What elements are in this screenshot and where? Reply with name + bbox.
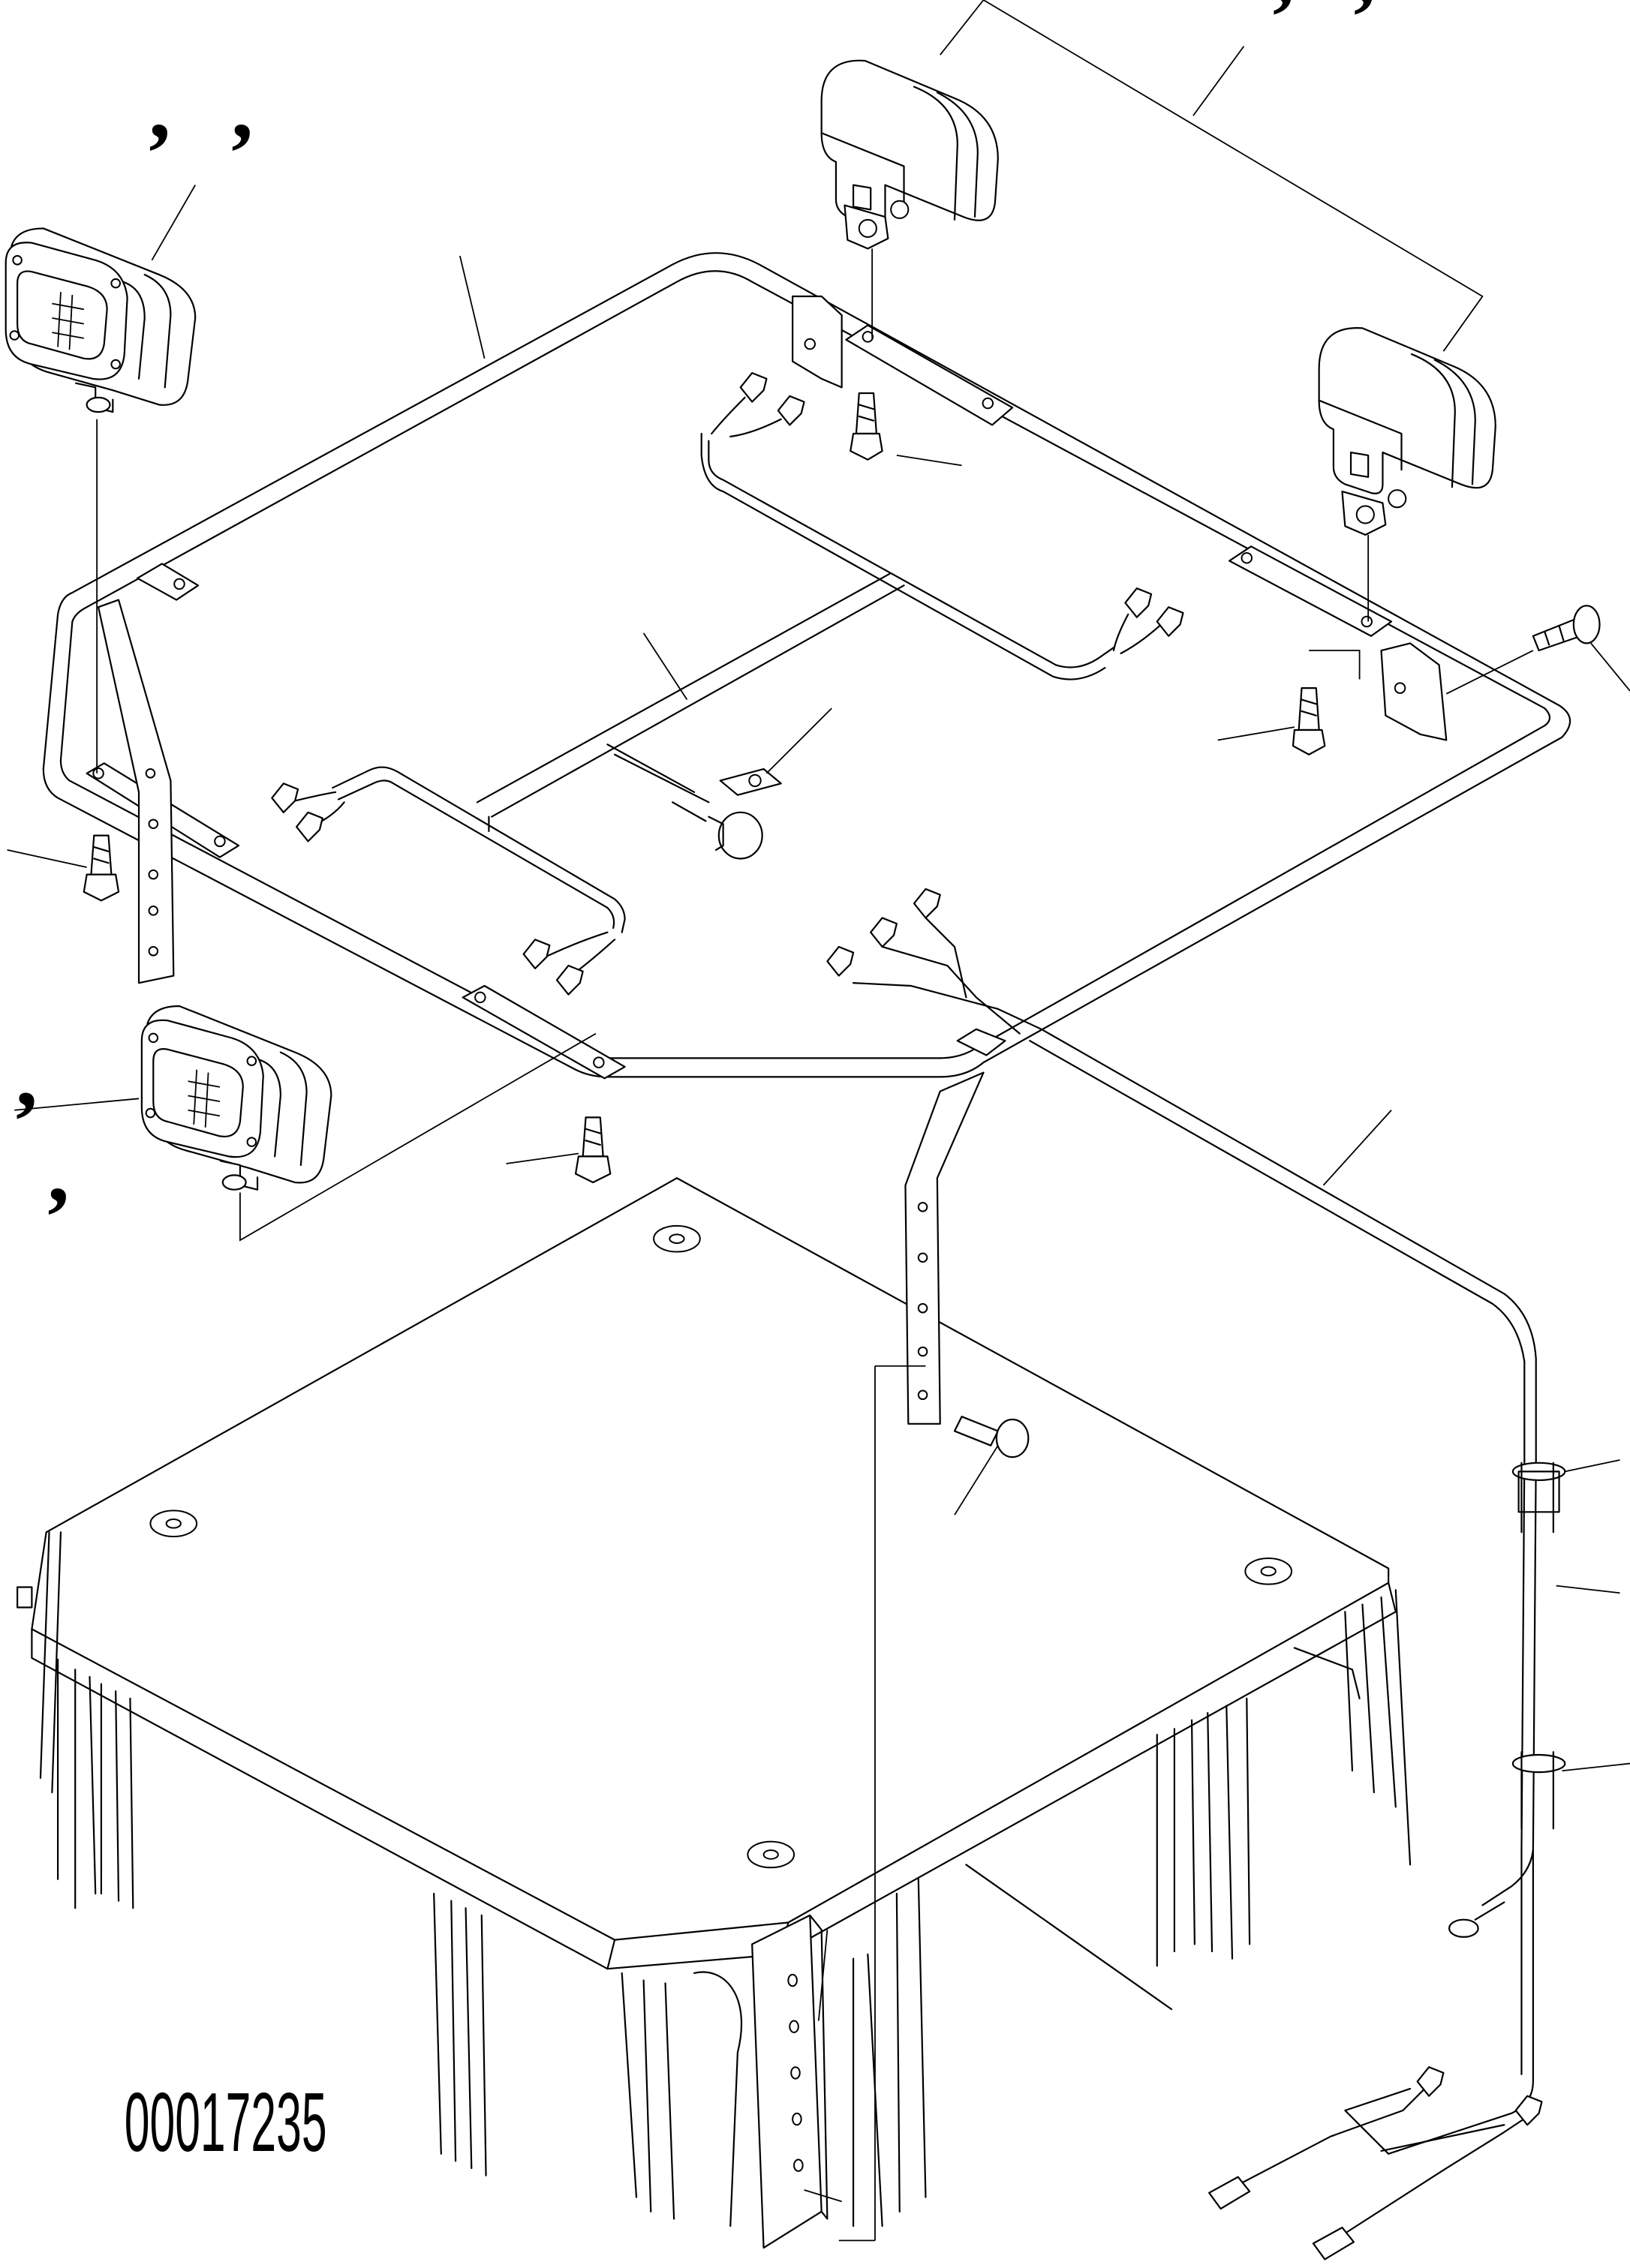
work-lamp-front	[142, 1006, 331, 1190]
bolt	[84, 836, 119, 901]
wire-connector-plugs	[272, 373, 1183, 994]
support-stay-front	[905, 1073, 983, 1424]
callout-leader-lines	[8, 0, 1630, 2201]
cab-roof	[32, 1178, 1395, 1969]
harness-clip	[720, 769, 781, 795]
harness-branch-center	[853, 918, 1536, 1460]
callout-mark: ’	[1349, 0, 1379, 66]
callout-mark-front-lamp-a: ’	[11, 1074, 41, 1170]
support-stay-left	[98, 600, 173, 984]
harness-branch-left	[289, 768, 624, 984]
pillar-bracket-lower	[752, 1915, 827, 2248]
roof-mount-washer	[150, 1226, 1292, 1867]
main-harness-frame	[44, 253, 1570, 1077]
assembly-guide-lines	[97, 248, 1533, 2240]
bolt	[1533, 605, 1600, 650]
work-lamp-rear-a	[822, 61, 998, 249]
harness-branch-rear	[702, 398, 1165, 680]
callout-mark-rear-lamps: ’ ’	[1268, 0, 1378, 66]
callout-mark: ’	[227, 106, 257, 202]
harness-tail	[1209, 2067, 1541, 2259]
power-cable	[1388, 1460, 1565, 2154]
work-lamp-rear-b	[1319, 328, 1496, 535]
frame-mounting-bracket	[87, 296, 1447, 1078]
work-lamp-left	[6, 228, 195, 412]
drawing-number: 00017235	[125, 2075, 327, 2169]
cab-frame-pillars	[17, 1532, 1410, 2226]
bolt	[576, 1117, 610, 1182]
bolt	[1293, 688, 1325, 755]
callout-mark-front-lamp-b: ’	[44, 1170, 73, 1266]
bolt	[955, 1416, 1028, 1457]
callout-mark: ’	[1268, 0, 1298, 66]
bolt	[850, 393, 882, 460]
callout-mark: ’	[145, 106, 174, 202]
callout-mark-left-lamp: ’ ’	[145, 106, 256, 202]
grommet	[672, 802, 762, 858]
